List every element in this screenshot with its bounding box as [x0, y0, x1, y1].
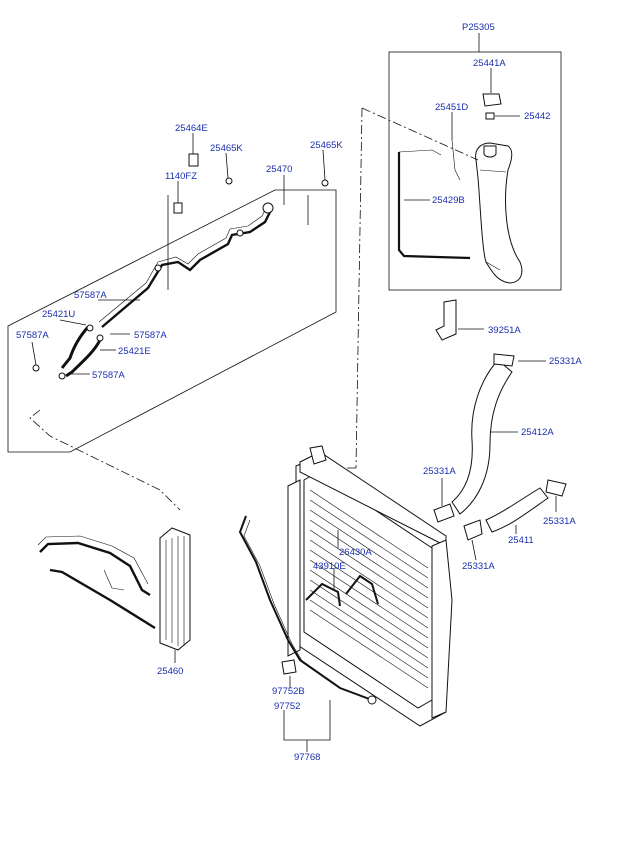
- label-25464e[interactable]: 25464E: [175, 123, 208, 134]
- label-25429b[interactable]: 25429B: [432, 195, 465, 206]
- label-25441a[interactable]: 25441A: [473, 58, 506, 69]
- sensor-97752b: [281, 659, 297, 675]
- label-25465k-right[interactable]: 25465K: [310, 140, 343, 151]
- radiator-hoses: [433, 299, 567, 561]
- label-39251a[interactable]: 39251A: [488, 325, 521, 336]
- label-97768[interactable]: 97768: [294, 752, 320, 763]
- label-25421u[interactable]: 25421U: [42, 309, 75, 320]
- bracket-39251a: [435, 299, 457, 341]
- radiator-assembly: [238, 445, 453, 752]
- hose-25421u: [60, 326, 90, 369]
- ac-pipe: [238, 515, 373, 701]
- bolt-1140fz: [173, 202, 183, 214]
- radiator-right-tank: [431, 539, 453, 719]
- label-25331a-2[interactable]: 25331A: [423, 466, 456, 477]
- clamp-upper: [493, 353, 515, 367]
- ac-line-43910e: [305, 582, 341, 607]
- oil-cooler-lines: [39, 541, 151, 597]
- reservoir-neck: [483, 145, 497, 158]
- label-25421e[interactable]: 25421E: [118, 346, 151, 357]
- label-43910e[interactable]: 43910E: [313, 561, 346, 572]
- lower-radiator-hose: [485, 487, 549, 533]
- label-25331a-1[interactable]: 25331A: [549, 356, 582, 367]
- label-25412a[interactable]: 25412A: [521, 427, 554, 438]
- radiator-filler-neck: [309, 445, 327, 465]
- label-57587a-1[interactable]: 57587A: [74, 290, 107, 301]
- label-25470[interactable]: 25470: [266, 164, 292, 175]
- label-25331a-3[interactable]: 25331A: [543, 516, 576, 527]
- label-25451d[interactable]: 25451D: [435, 102, 468, 113]
- oil-cooler-assembly: [37, 527, 191, 663]
- label-57587a-2[interactable]: 57587A: [16, 330, 49, 341]
- label-57587a-4[interactable]: 57587A: [92, 370, 125, 381]
- fitting-25464e: [188, 153, 199, 167]
- reservoir-box: [388, 51, 562, 291]
- reservoir-cap: [482, 93, 502, 107]
- reservoir-link-lines: [328, 107, 479, 469]
- label-p25305[interactable]: P25305: [462, 22, 495, 33]
- label-97752b[interactable]: 97752B: [272, 686, 305, 697]
- label-25465k-left[interactable]: 25465K: [210, 143, 243, 154]
- label-57587a-3[interactable]: 57587A: [134, 330, 167, 341]
- pipe-group-box: [7, 189, 337, 453]
- core-fins: [309, 489, 429, 689]
- oil-cooler-pipe-group: [7, 133, 337, 511]
- radiator-side-tank: [287, 479, 301, 657]
- clamp-upper-lower: [433, 503, 455, 523]
- label-25442[interactable]: 25442: [524, 111, 550, 122]
- part-labels: P25305 25441A 25451D 25442 25429B 25464E…: [16, 22, 582, 763]
- label-25411[interactable]: 25411: [508, 535, 534, 546]
- condenser-core: [303, 471, 433, 709]
- oil-cooler-pipe: [101, 209, 273, 328]
- clamp-lower: [545, 479, 567, 497]
- cap-seal: [485, 112, 495, 120]
- label-97752[interactable]: 97752: [274, 701, 300, 712]
- coolant-reservoir-tank: [475, 142, 523, 284]
- label-1140fz[interactable]: 1140FZ: [165, 171, 197, 182]
- label-25331a-4[interactable]: 25331A: [462, 561, 495, 572]
- clamp-lower-left: [463, 519, 483, 541]
- hose-25421e: [65, 339, 102, 378]
- overflow-pipe: [397, 152, 471, 260]
- upper-radiator-hose: [451, 359, 513, 515]
- oil-cooler-core: [159, 527, 191, 651]
- reservoir-group: [388, 33, 562, 291]
- label-26430a[interactable]: 26430A: [339, 547, 372, 558]
- label-25460[interactable]: 25460: [157, 666, 183, 677]
